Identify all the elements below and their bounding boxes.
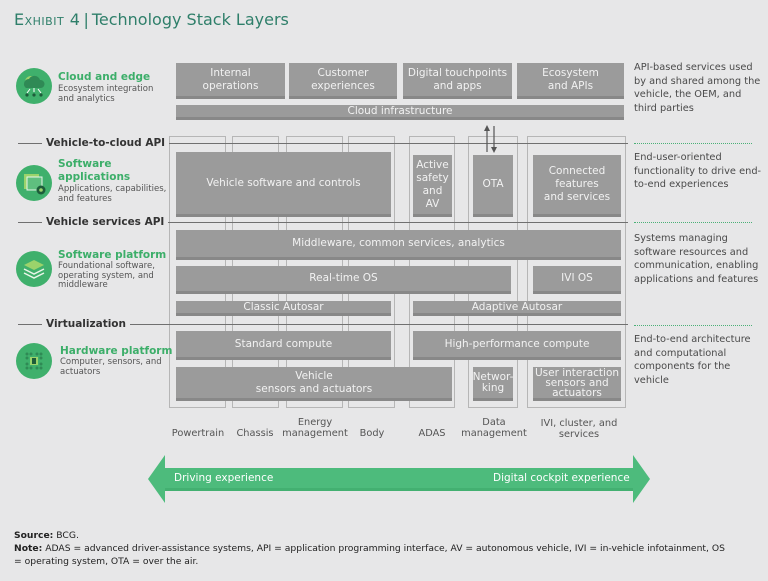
arrow-label-digital-cockpit: Digital cockpit experience bbox=[493, 472, 630, 484]
block-vehicle-sensors: Vehicle sensors and actuators bbox=[176, 367, 452, 401]
api-label-vehicle-to-cloud: Vehicle-to-cloud API bbox=[42, 137, 170, 149]
app-windows-gear-icon bbox=[16, 165, 52, 201]
block-connected-features: Connected features and services bbox=[533, 155, 621, 217]
block-middleware: Middleware, common services, analytics bbox=[176, 230, 621, 260]
layer-title-software-applications: Software applications bbox=[58, 158, 131, 183]
block-internal-operations: Internal operations bbox=[176, 63, 285, 99]
footer-note: Note: ADAS = advanced driver-assistance … bbox=[14, 543, 734, 568]
api-line-virtualization bbox=[18, 324, 628, 325]
divider-dotted bbox=[634, 143, 752, 144]
api-line-vehicle-services bbox=[18, 222, 628, 223]
block-vehicle-software: Vehicle software and controls bbox=[176, 152, 391, 217]
note-text: ADAS = advanced driver-assistance system… bbox=[14, 543, 725, 567]
layer-subtitle-hardware-platform: Computer, sensors, and actuators bbox=[60, 357, 162, 377]
block-cloud-infrastructure: Cloud infrastructure bbox=[176, 105, 624, 120]
block-realtime-os: Real-time OS bbox=[176, 266, 511, 294]
divider-dotted bbox=[634, 325, 752, 326]
divider-dotted bbox=[634, 222, 752, 223]
source-label: Source: bbox=[14, 530, 54, 541]
description-cloud: API-based services used by and shared am… bbox=[634, 62, 761, 114]
column-label-energy-management: Energy management bbox=[282, 417, 348, 439]
column-label-ivi-cluster: IVI, cluster, and services bbox=[540, 418, 618, 440]
description-hardware: End-to-end architecture and computationa… bbox=[634, 334, 751, 386]
column-label-chassis: Chassis bbox=[236, 428, 274, 439]
column-label-adas: ADAS bbox=[418, 428, 446, 439]
cloud-network-icon bbox=[16, 68, 52, 104]
chip-icon bbox=[16, 343, 52, 379]
description-platform: Systems managing software resources and … bbox=[634, 233, 759, 285]
title-text: Technology Stack Layers bbox=[91, 10, 289, 29]
block-standard-compute: Standard compute bbox=[176, 331, 391, 360]
block-user-interaction: User interaction sensors and actuators bbox=[533, 367, 621, 401]
column-label-body: Body bbox=[359, 428, 385, 439]
column-ivi bbox=[527, 136, 626, 408]
block-networking: Networ- king bbox=[473, 367, 513, 401]
stacked-layers-icon bbox=[16, 251, 52, 287]
block-adaptive-autosar: Adaptive Autosar bbox=[413, 301, 621, 316]
block-ivi-os: IVI OS bbox=[533, 266, 621, 294]
note-label: Note: bbox=[14, 543, 43, 554]
column-label-powertrain: Powertrain bbox=[171, 428, 225, 439]
layer-subtitle-software-applications: Applications, capabilities, and features bbox=[58, 184, 167, 204]
footer-source: Source: BCG. bbox=[14, 530, 79, 543]
api-label-vehicle-services: Vehicle services API bbox=[42, 216, 169, 228]
layer-title-hardware-platform: Hardware platform bbox=[60, 345, 173, 357]
block-ota: OTA bbox=[473, 155, 513, 217]
experience-double-arrow bbox=[148, 455, 650, 503]
arrow-label-driving: Driving experience bbox=[174, 472, 274, 484]
ota-bidirectional-arrow-icon bbox=[484, 125, 497, 153]
column-label-data-management: Data management bbox=[461, 417, 527, 439]
layer-title-software-platform: Software platform bbox=[58, 249, 167, 261]
block-classic-autosar: Classic Autosar bbox=[176, 301, 391, 316]
exhibit-number: Exhibit 4 bbox=[14, 10, 81, 29]
layer-subtitle-software-platform: Foundational software, operating system,… bbox=[58, 261, 155, 290]
title-separator: | bbox=[83, 10, 89, 29]
exhibit-title: Exhibit 4|Technology Stack Layers bbox=[14, 10, 289, 29]
block-customer-experiences: Customer experiences bbox=[289, 63, 397, 99]
layer-subtitle-cloud: Ecosystem integration and analytics bbox=[58, 84, 154, 104]
layer-title-cloud: Cloud and edge bbox=[58, 71, 151, 83]
description-applications: End-user-oriented functionality to drive… bbox=[634, 152, 762, 190]
block-active-safety: Active safety and AV bbox=[413, 155, 452, 217]
api-label-virtualization: Virtualization bbox=[42, 318, 131, 330]
api-line-vehicle-to-cloud bbox=[18, 143, 628, 144]
block-high-performance-compute: High-performance compute bbox=[413, 331, 621, 360]
block-ecosystem-apis: Ecosystem and APIs bbox=[517, 63, 624, 99]
block-digital-touchpoints: Digital touchpoints and apps bbox=[403, 63, 512, 99]
source-text: BCG. bbox=[56, 530, 79, 541]
